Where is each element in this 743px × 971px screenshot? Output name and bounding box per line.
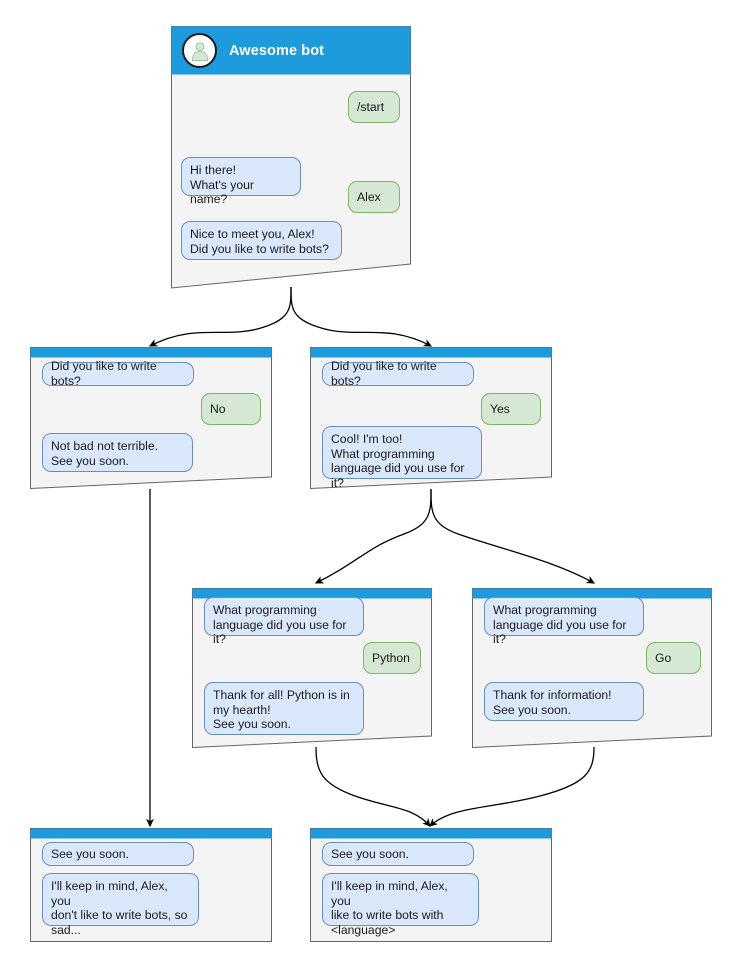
go-branch-chat-content: What programming language did you use fo…	[472, 588, 712, 748]
node-yes-branch[interactable]: Did you like to write bots? Yes Cool! I'…	[310, 347, 552, 490]
chat-bubble-bot[interactable]: What programming language did you use fo…	[484, 597, 644, 646]
root-chat-content: /start Hi there! What's your name? Alex …	[171, 26, 411, 289]
chat-bubble-bot[interactable]: Thank for information! See you soon.	[484, 682, 644, 721]
chat-bubble-bot[interactable]: Hi there! What's your name?	[181, 157, 301, 206]
end-no-chat-content: See you soon. I'll keep in mind, Alex, y…	[30, 828, 272, 942]
chat-bubble-bot[interactable]: Nice to meet you, Alex! Did you like to …	[181, 221, 342, 260]
chat-bubble-bot[interactable]: Did you like to write bots?	[42, 359, 194, 388]
node-go-branch[interactable]: What programming language did you use fo…	[472, 588, 712, 748]
chat-bubble-user[interactable]: No	[201, 393, 261, 425]
chat-bubble-bot[interactable]: I'll keep in mind, Alex, you like to wri…	[322, 873, 479, 937]
chat-bubble-bot[interactable]: See you soon.	[322, 842, 474, 866]
root-header: Awesome bot	[171, 26, 411, 75]
node-end-yes[interactable]: See you soon. I'll keep in mind, Alex, y…	[310, 828, 552, 942]
chat-bubble-bot[interactable]: Not bad not terrible. See you soon.	[42, 433, 193, 472]
edge-yes-to-python	[314, 488, 432, 584]
node-python-branch[interactable]: What programming language did you use fo…	[192, 588, 432, 748]
edge-root-to-no	[148, 286, 292, 347]
edge-root-to-yes	[290, 286, 433, 347]
edge-yes-to-go	[430, 488, 596, 584]
node-root[interactable]: Awesome bot /start Hi there! What's your…	[171, 26, 411, 289]
node-no-branch[interactable]: Did you like to write bots? No Not bad n…	[30, 347, 272, 489]
chat-bubble-user[interactable]: Yes	[481, 393, 541, 425]
no-branch-chat-content: Did you like to write bots? No Not bad n…	[30, 347, 272, 489]
chat-bubble-user[interactable]: Go	[646, 642, 701, 674]
chat-bubble-bot[interactable]: What programming language did you use fo…	[204, 597, 364, 646]
chat-bubble-bot[interactable]: I'll keep in mind, Alex, you don't like …	[42, 873, 199, 937]
chat-bubble-bot[interactable]: See you soon.	[42, 842, 194, 866]
chat-bubble-bot[interactable]: Cool! I'm too! What programming language…	[322, 426, 482, 490]
chat-bubble-bot[interactable]: Did you like to write bots?	[322, 359, 474, 388]
chat-bubble-user[interactable]: Python	[363, 642, 421, 674]
yes-branch-chat-content: Did you like to write bots? Yes Cool! I'…	[310, 347, 552, 490]
node-end-no[interactable]: See you soon. I'll keep in mind, Alex, y…	[30, 828, 272, 942]
python-branch-chat-content: What programming language did you use fo…	[192, 588, 432, 748]
user-avatar-icon	[182, 33, 217, 68]
edge-go-to-end-yes	[429, 746, 595, 827]
chat-bubble-user[interactable]: Alex	[348, 181, 400, 213]
chat-bubble-user[interactable]: /start	[348, 91, 400, 123]
root-title: Awesome bot	[229, 42, 325, 59]
end-yes-chat-content: See you soon. I'll keep in mind, Alex, y…	[310, 828, 552, 942]
chat-bubble-bot[interactable]: Thank for all! Python is in my hearth! S…	[204, 682, 364, 735]
edge-python-to-end-yes	[315, 746, 431, 827]
